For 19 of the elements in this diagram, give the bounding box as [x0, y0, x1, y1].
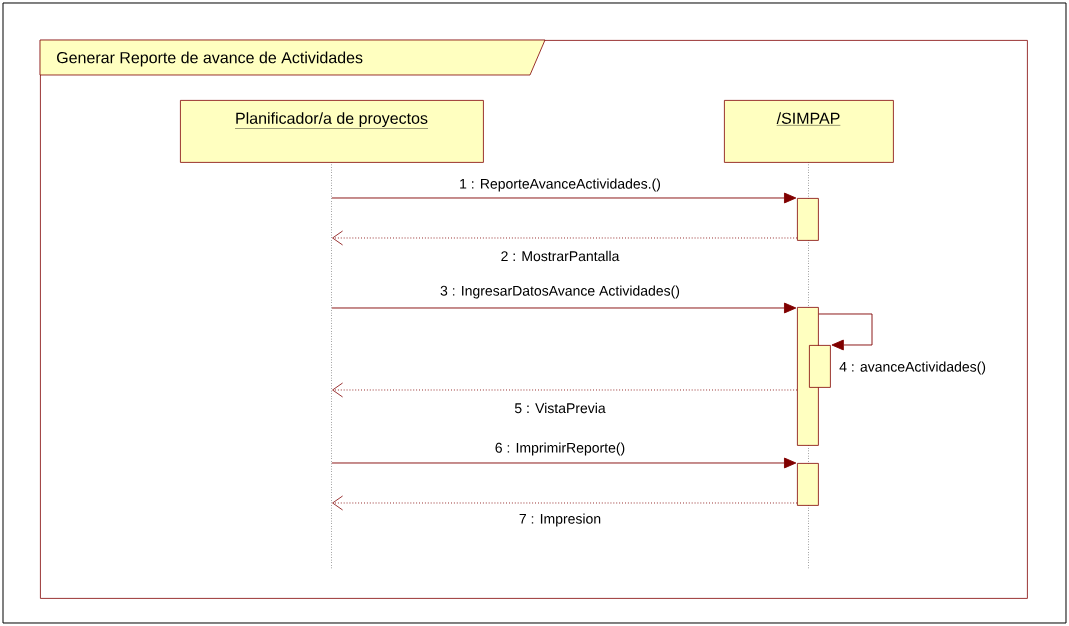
activation-bar	[797, 463, 819, 506]
message-arrow	[331, 192, 797, 204]
message-arrow	[332, 382, 798, 398]
message-arrow	[332, 230, 798, 246]
lifeline-head: /SIMPAP	[724, 100, 894, 163]
message-label: 3 : IngresarDatosAvance Actividades()	[439, 284, 681, 300]
activation-bar	[809, 345, 831, 388]
lifeline-head: Planificador/a de proyectos	[180, 100, 484, 163]
message-label: 7 : Impresion	[517, 512, 603, 528]
message-label: 1 : ReporteAvanceActividades.()	[458, 177, 662, 193]
activation-bar	[797, 198, 819, 241]
message-arrow	[332, 495, 798, 511]
message-arrow	[331, 302, 797, 314]
message-label: 5 : VistaPrevia	[513, 401, 607, 415]
message-label: 4 : avanceActividades()	[838, 360, 987, 376]
message-arrow	[331, 457, 797, 469]
message-label: 2 : MostrarPantalla	[499, 249, 621, 263]
message-arrow	[818, 313, 873, 351]
message-label: 6 : ImprimirReporte()	[493, 441, 627, 457]
